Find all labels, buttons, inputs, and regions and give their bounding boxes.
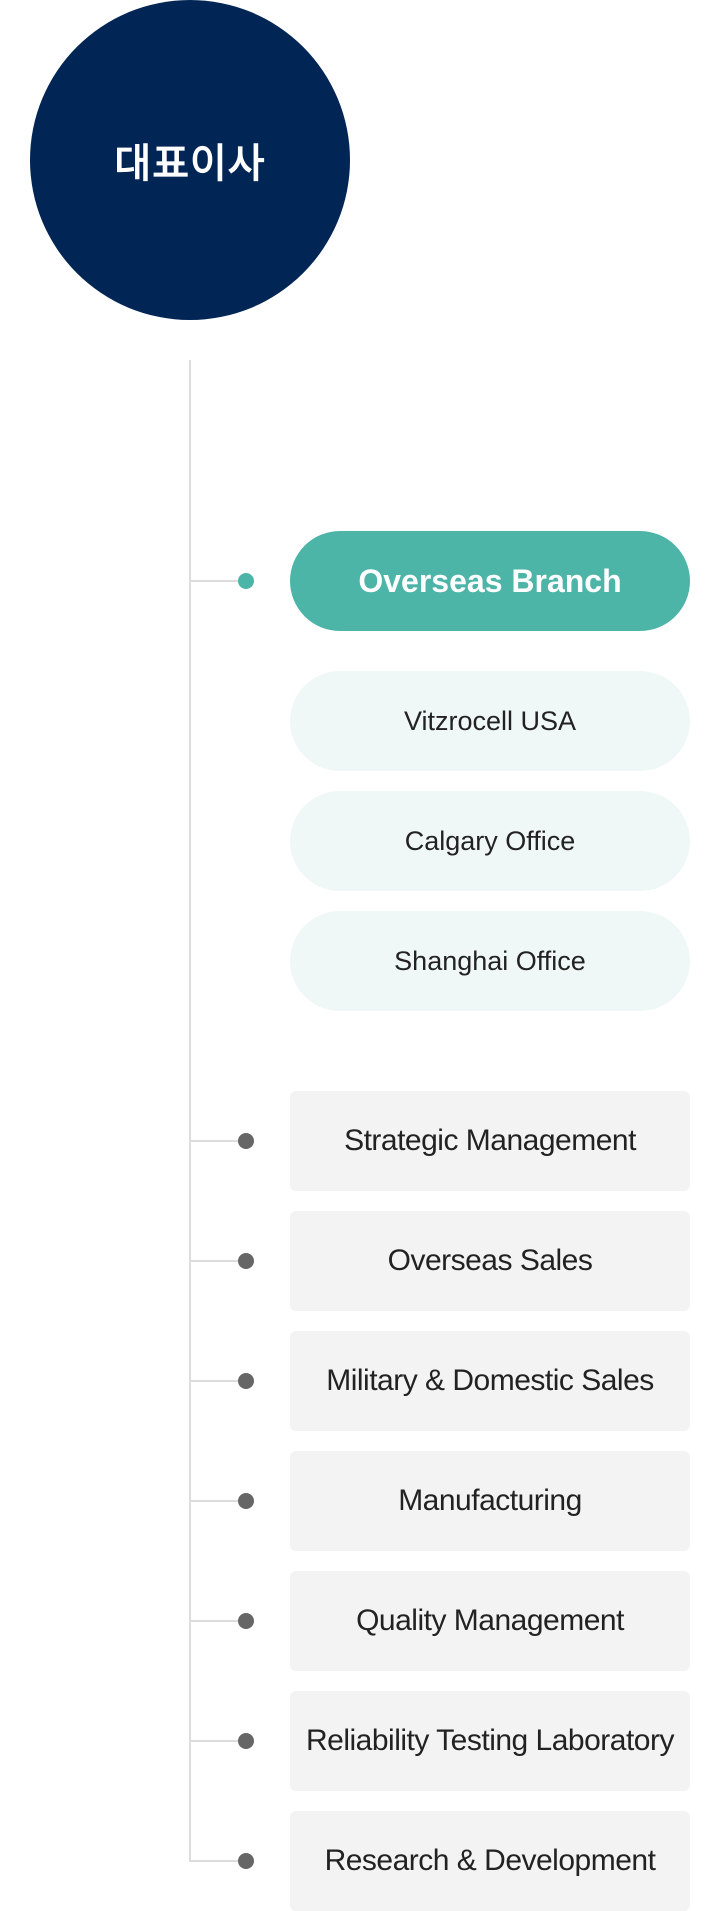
dept-label: Research & Development — [324, 1844, 656, 1877]
dept-node-reliability-testing-laboratory: Reliability Testing Laboratory — [290, 1691, 690, 1791]
dept-dot — [238, 1733, 254, 1749]
dept-dot — [238, 1253, 254, 1269]
branch-dot — [238, 573, 254, 589]
office-label: Calgary Office — [404, 825, 576, 856]
main-connector-line — [189, 360, 191, 1862]
dept-node-manufacturing: Manufacturing — [290, 1451, 690, 1551]
dept-connector — [190, 1140, 246, 1142]
dept-dot — [238, 1613, 254, 1629]
dept-node-military-domestic-sales: Military & Domestic Sales — [290, 1331, 690, 1431]
dept-dot — [238, 1493, 254, 1509]
dept-connector — [190, 1380, 246, 1382]
overseas-branch-label: Overseas Branch — [358, 562, 622, 599]
dept-label: Manufacturing — [398, 1484, 582, 1517]
office-label: Vitzrocell USA — [403, 705, 577, 736]
office-label: Shanghai Office — [394, 945, 586, 976]
dept-node-quality-management: Quality Management — [290, 1571, 690, 1671]
dept-node-research-development: Research & Development — [290, 1811, 690, 1911]
dept-dot — [238, 1373, 254, 1389]
dept-label: Military & Domestic Sales — [326, 1364, 654, 1397]
dept-label: Strategic Management — [344, 1124, 636, 1157]
dept-connector — [190, 1260, 246, 1262]
dept-node-overseas-sales: Overseas Sales — [290, 1211, 690, 1311]
dept-connector — [190, 1620, 246, 1622]
ceo-node: 대표이사 — [30, 0, 350, 320]
office-node-calgary: Calgary Office — [290, 791, 690, 891]
dept-connector — [190, 1860, 246, 1862]
branch-connector — [190, 580, 246, 582]
dept-label: Reliability Testing Laboratory — [306, 1724, 674, 1757]
dept-dot — [238, 1133, 254, 1149]
office-node-vitzrocell-usa: Vitzrocell USA — [290, 671, 690, 771]
dept-connector — [190, 1500, 246, 1502]
overseas-branch-node: Overseas Branch — [290, 531, 690, 631]
dept-node-strategic-management: Strategic Management — [290, 1091, 690, 1191]
office-node-shanghai: Shanghai Office — [290, 911, 690, 1011]
dept-connector — [190, 1740, 246, 1742]
dept-label: Overseas Sales — [387, 1244, 593, 1277]
dept-label: Quality Management — [356, 1604, 624, 1637]
dept-dot — [238, 1853, 254, 1869]
ceo-label: 대표이사 — [114, 142, 266, 186]
